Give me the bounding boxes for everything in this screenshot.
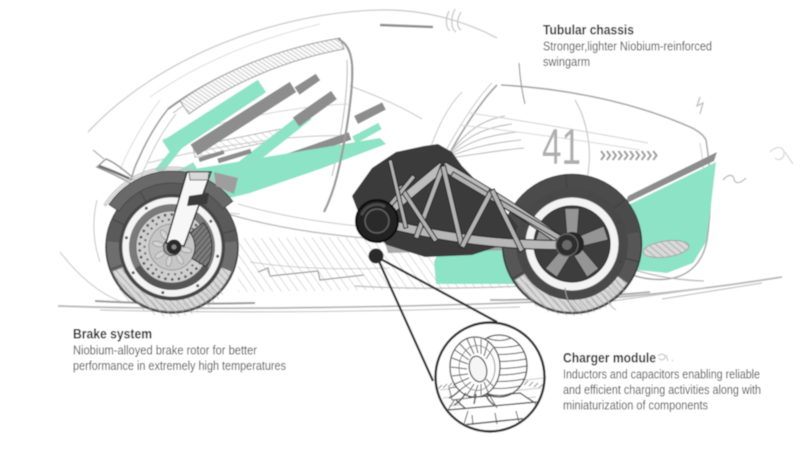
- svg-text:swingarm: swingarm: [543, 55, 590, 69]
- svg-text:Inductors and capacitors enabl: Inductors and capacitors enabling reliab…: [563, 368, 760, 382]
- svg-text:Tubular chassis: Tubular chassis: [543, 23, 634, 38]
- svg-text:41: 41: [542, 119, 581, 175]
- svg-text:Brake system: Brake system: [73, 327, 152, 342]
- svg-text:and efficient charging activit: and efficient charging activities along …: [563, 383, 761, 397]
- svg-text:Stronger,lighter Niobium-reinf: Stronger,lighter Niobium-reinforced: [543, 40, 712, 54]
- svg-text:Niobium-alloyed brake rotor fo: Niobium-alloyed brake rotor for better: [73, 344, 257, 358]
- svg-text:miniaturization of components: miniaturization of components: [563, 399, 708, 413]
- svg-text:Charger module: Charger module: [563, 351, 656, 366]
- svg-text:performance in extremely high: performance in extremely high temperatur…: [73, 359, 286, 373]
